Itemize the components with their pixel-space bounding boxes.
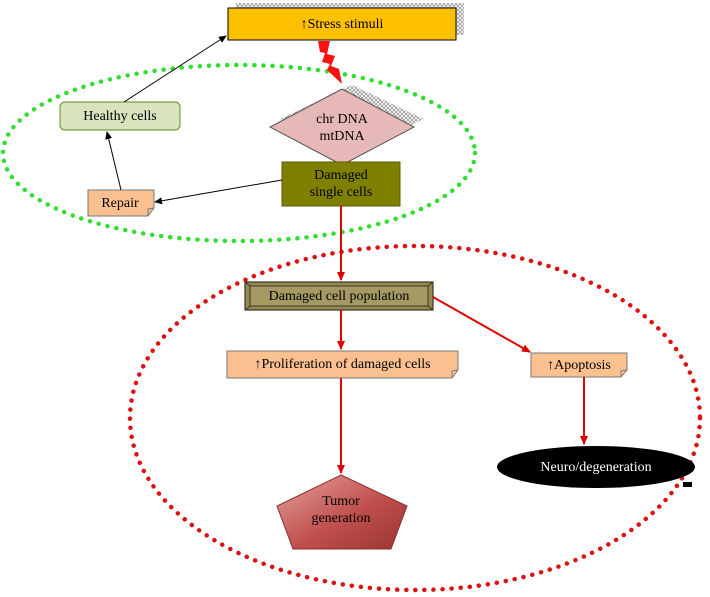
- green-dotted-ring: [0, 62, 478, 244]
- arrow-population-to-apoptosis: [432, 296, 531, 353]
- arrow-healthy-to-stress: [123, 35, 227, 103]
- repair-fold: [147, 207, 155, 216]
- arrow-damaged-to-repair: [154, 179, 283, 205]
- apoptosis-label: ↑Apoptosis: [547, 357, 611, 373]
- tumor-pentagon: [276, 474, 408, 550]
- proliferation-box: [226, 350, 459, 379]
- stress-label: ↑Stress stimuli: [300, 16, 384, 32]
- dna-label: chr DNA mtDNA: [316, 112, 368, 144]
- healthy-label: Healthy cells: [83, 108, 157, 124]
- repair-label: Repair: [101, 195, 139, 211]
- tumor-label: Tumor generation: [311, 494, 371, 526]
- healthy-box: [59, 101, 181, 131]
- apoptosis-box: [530, 352, 628, 378]
- proliferation-label: ↑Proliferation of damaged cells: [254, 357, 431, 372]
- population-label: Damaged cell population: [268, 288, 410, 304]
- arrow-repair-to-healthy: [105, 131, 122, 191]
- neuro-ellipse: [497, 446, 695, 488]
- repair-box: [87, 189, 155, 217]
- red-dotted-ring: [127, 243, 703, 593]
- stress-box: [227, 7, 457, 41]
- population-inner: [249, 285, 429, 307]
- neuro-marker: [683, 482, 692, 487]
- neuro-label: Neuro/degeneration: [540, 459, 652, 475]
- lightning-bolt-icon: [318, 41, 342, 84]
- damaged-single-label: Damaged single cells: [309, 168, 373, 200]
